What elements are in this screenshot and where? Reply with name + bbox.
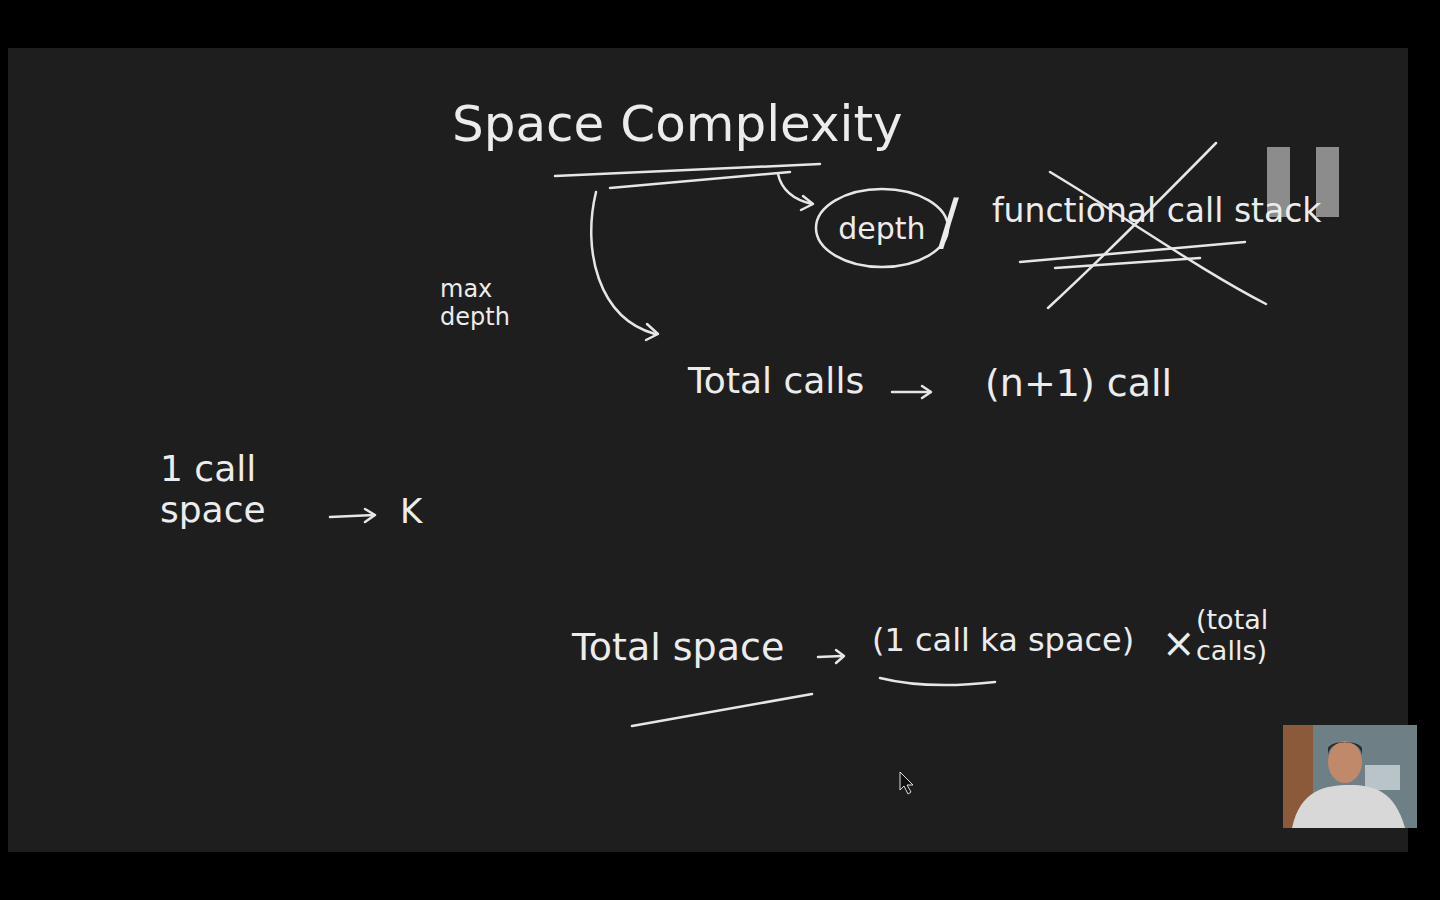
underline: [632, 694, 812, 726]
board-title: Space Complexity: [452, 96, 903, 154]
title-underline: [555, 164, 820, 176]
webcam-background: [1283, 725, 1417, 828]
equation-value: (n+1) call: [985, 362, 1172, 406]
equation-term: Total space: [572, 626, 784, 670]
arrow-head: [836, 650, 844, 663]
side-note: max depth: [440, 276, 532, 331]
arrow-line: [330, 515, 374, 517]
ink-strokes: [330, 143, 1266, 726]
equation-factor: (1 call ka space): [872, 622, 1134, 659]
circled-term: depth: [814, 187, 950, 269]
multiply-sign: ×: [1162, 620, 1196, 666]
title-underline: [610, 172, 790, 188]
curved-arrow: [591, 192, 655, 334]
equation-term: Total calls: [688, 360, 864, 401]
separator-slash: /: [938, 186, 959, 257]
webcam-person-head: [1328, 741, 1362, 783]
arrow-head: [801, 196, 813, 210]
arrow-line: [818, 656, 842, 657]
webcam-person-hair: [1328, 742, 1362, 755]
canvas-board: [8, 48, 1408, 852]
webcam-thumbnail: [1283, 725, 1417, 828]
webcam-person-body: [1292, 785, 1405, 828]
arrow-head: [922, 386, 931, 398]
mouse-cursor: [900, 772, 913, 794]
strike-underline: [1020, 242, 1245, 262]
arrow-head: [365, 509, 375, 522]
arrow-line: [892, 391, 930, 394]
circle-stroke: [816, 189, 948, 267]
underline: [880, 678, 995, 685]
term-note: 1 call space: [160, 448, 280, 531]
struck-out-term: functional call stack: [992, 192, 1321, 230]
strike-underline: [1055, 258, 1200, 268]
equation-value: K: [400, 492, 422, 531]
circled-word: depth: [838, 212, 925, 245]
webcam-frame: [1365, 765, 1400, 790]
arrow-head: [646, 324, 658, 340]
equation-factor: (total calls): [1196, 604, 1336, 666]
